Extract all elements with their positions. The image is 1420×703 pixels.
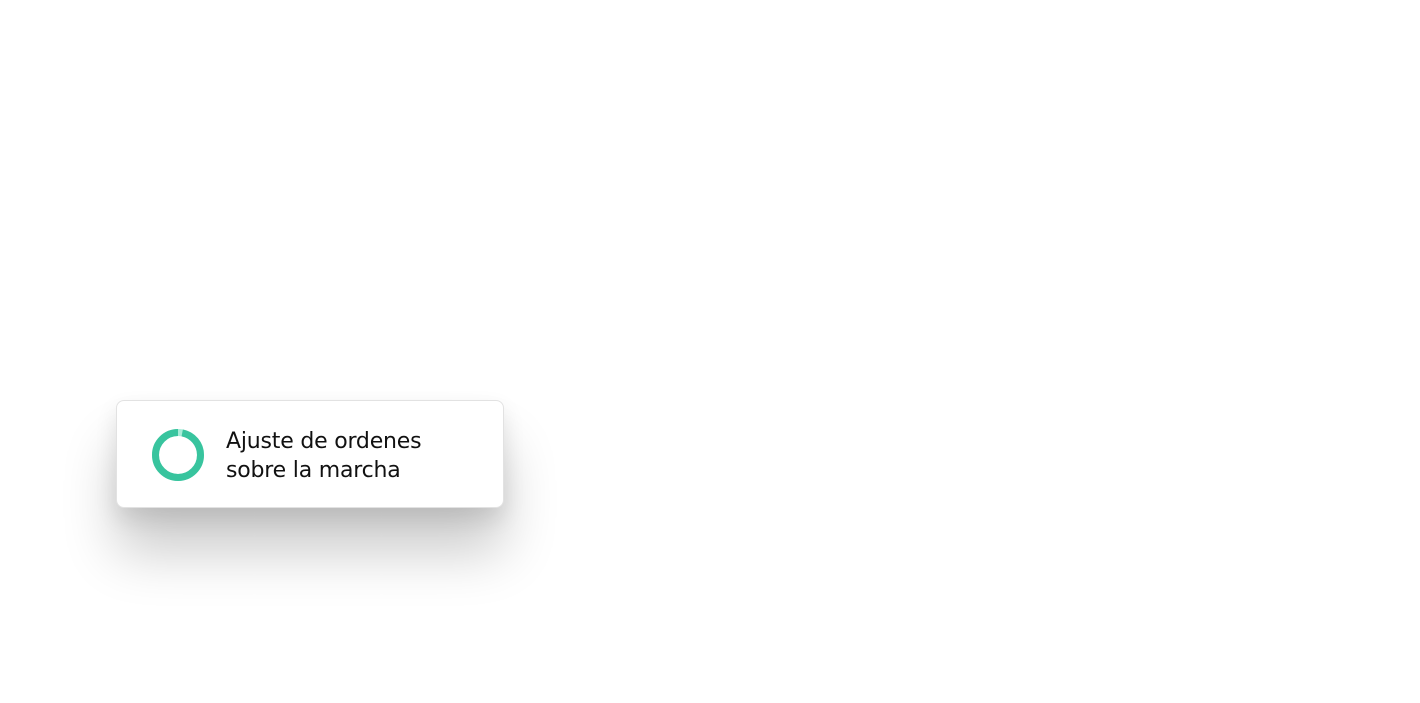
feature-label-line-1: Ajuste de ordenes <box>226 429 422 454</box>
feature-label: Ajuste de ordenes sobre la marcha <box>226 427 496 485</box>
feature-label-line-2: sobre la marcha <box>226 458 401 483</box>
feature-card: Ajuste de ordenes sobre la marcha <box>116 400 504 508</box>
progress-ring-fill <box>152 429 204 481</box>
progress-ring-icon <box>151 428 205 482</box>
